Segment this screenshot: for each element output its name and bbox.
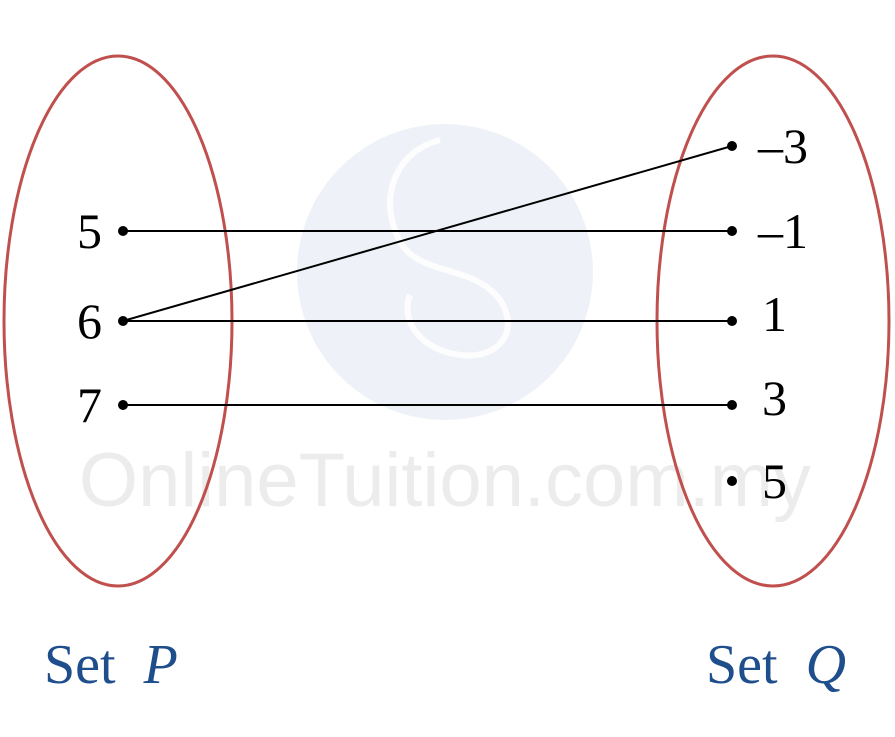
set-p-label-word: Set (44, 634, 116, 696)
set-q-dot-minus-1 (727, 226, 737, 236)
set-q-element-1: 1 (762, 286, 787, 342)
watermark-swoosh-icon (387, 137, 511, 359)
set-q-element-3: 3 (762, 370, 787, 426)
watermark: OnlineTuition.com.my (79, 124, 811, 523)
set-q-element-minus-1: –1 (757, 203, 808, 259)
set-q-element-5: 5 (762, 453, 787, 509)
set-p-elements: 5 6 7 (77, 203, 128, 433)
set-p-element-7: 7 (77, 377, 102, 433)
set-q-dot-5 (727, 476, 737, 486)
set-q-element-minus-3: –3 (757, 118, 808, 174)
set-p-label: Set P (44, 634, 178, 696)
set-q-label: Set Q (706, 634, 846, 696)
set-q-label-word: Set (706, 634, 778, 696)
set-p-element-6: 6 (77, 293, 102, 349)
set-p-element-5: 5 (77, 203, 102, 259)
set-p-dot-5 (118, 226, 128, 236)
set-p-dot-7 (118, 400, 128, 410)
set-p-dot-6 (118, 316, 128, 326)
set-p-label-var: P (143, 634, 178, 696)
set-q-elements: –3 –1 1 3 5 (727, 118, 808, 509)
set-q-dot-minus-3 (727, 141, 737, 151)
set-q-dot-3 (727, 400, 737, 410)
mapping-lines (122, 145, 733, 406)
set-q-dot-1 (727, 316, 737, 326)
watermark-text: OnlineTuition.com.my (79, 438, 811, 523)
set-q-label-var: Q (806, 634, 846, 696)
mapping-line-2 (122, 145, 733, 322)
